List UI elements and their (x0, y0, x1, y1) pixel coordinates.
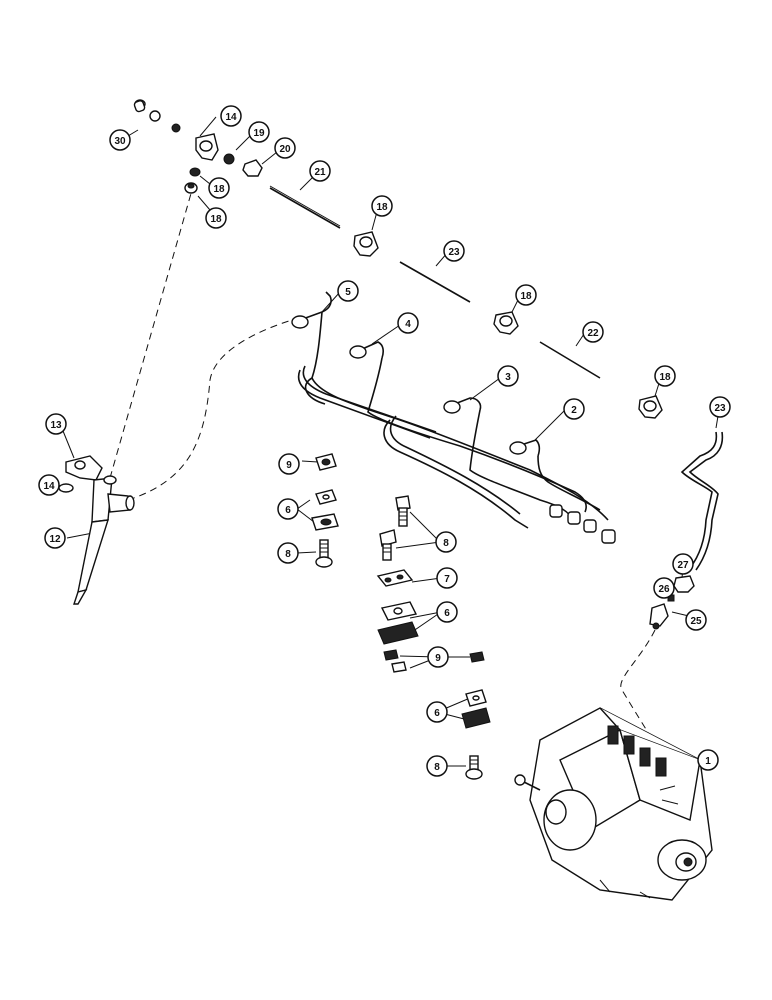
svg-text:14: 14 (43, 481, 55, 492)
svg-text:27: 27 (677, 560, 689, 571)
callout-27: 26 (653, 577, 675, 599)
svg-text:18: 18 (659, 372, 671, 383)
callout-26: 25 (685, 609, 707, 631)
svg-text:18: 18 (376, 202, 388, 213)
callout-7: 7 (436, 567, 458, 589)
callout-9: 9 (278, 453, 300, 475)
top-fittings (133, 99, 263, 194)
leak-off-pipes (269, 185, 663, 419)
svg-text:14: 14 (225, 112, 237, 123)
svg-text:7: 7 (444, 574, 450, 585)
svg-text:2: 2 (571, 405, 577, 416)
callout-21: 19 (248, 121, 270, 143)
svg-text:1: 1 (705, 756, 711, 767)
svg-text:21: 21 (314, 167, 326, 178)
return-pipe (649, 431, 724, 630)
svg-text:8: 8 (443, 538, 449, 549)
callout-4: 4 (397, 312, 419, 334)
svg-text:3: 3 (505, 372, 511, 383)
callout-18: 18 (371, 195, 393, 217)
svg-text:30: 30 (114, 136, 126, 147)
callout-28: 27 (672, 553, 694, 575)
callout-25: 23 (709, 396, 731, 418)
svg-text:22: 22 (587, 328, 599, 339)
callout-20: 18 (205, 207, 227, 229)
injector-assembly (58, 455, 135, 605)
svg-text:19: 19 (253, 128, 265, 139)
svg-text:18: 18 (210, 214, 222, 225)
svg-text:9: 9 (435, 653, 441, 664)
callout-8: 8 (426, 755, 448, 777)
svg-text:8: 8 (285, 549, 291, 560)
callout-22: 20 (274, 137, 296, 159)
svg-text:18: 18 (213, 184, 225, 195)
svg-text:8: 8 (434, 762, 440, 773)
callout-24: 23 (443, 240, 465, 262)
svg-text:6: 6 (444, 608, 450, 619)
callout-6: 6 (277, 498, 299, 520)
callout-5: 5 (337, 280, 359, 302)
svg-text:4: 4 (405, 319, 411, 330)
svg-text:26: 26 (658, 584, 670, 595)
svg-text:6: 6 (434, 708, 440, 719)
callout-18: 18 (654, 365, 676, 387)
clamps-and-bolts (311, 453, 491, 780)
callout-6: 6 (426, 701, 448, 723)
callout-12: 12 (44, 527, 66, 549)
injection-pump (514, 707, 713, 901)
callout-18: 18 (515, 284, 537, 306)
svg-text:23: 23 (448, 247, 460, 258)
svg-text:20: 20 (279, 144, 291, 155)
callout-2: 2 (563, 398, 585, 420)
callout-8: 8 (435, 531, 457, 553)
svg-text:18: 18 (520, 291, 532, 302)
callout-8: 8 (277, 542, 299, 564)
callout-1: 1 (697, 749, 719, 771)
callout-23: 22 (582, 321, 604, 343)
callout-23: 21 (309, 160, 331, 182)
callout-19: 18 (208, 177, 230, 199)
callout-3: 3 (497, 365, 519, 387)
callout-6: 6 (436, 601, 458, 623)
callout-14: 14 (38, 474, 60, 496)
svg-text:13: 13 (50, 420, 62, 431)
svg-text:25: 25 (690, 616, 702, 627)
callout-9: 9 (427, 646, 449, 668)
svg-text:6: 6 (285, 505, 291, 516)
callout-13: 13 (45, 413, 67, 435)
callout-18: 14 (220, 105, 242, 127)
injection-lines (291, 291, 616, 544)
svg-text:9: 9 (286, 460, 292, 471)
svg-text:12: 12 (49, 534, 61, 545)
callout-30: 30 (109, 129, 131, 151)
svg-text:23: 23 (714, 403, 726, 414)
svg-text:5: 5 (345, 287, 351, 298)
callouts: 30 14 19 20 18 18 21 18 23 18 5 4 22 18 … (38, 105, 731, 777)
